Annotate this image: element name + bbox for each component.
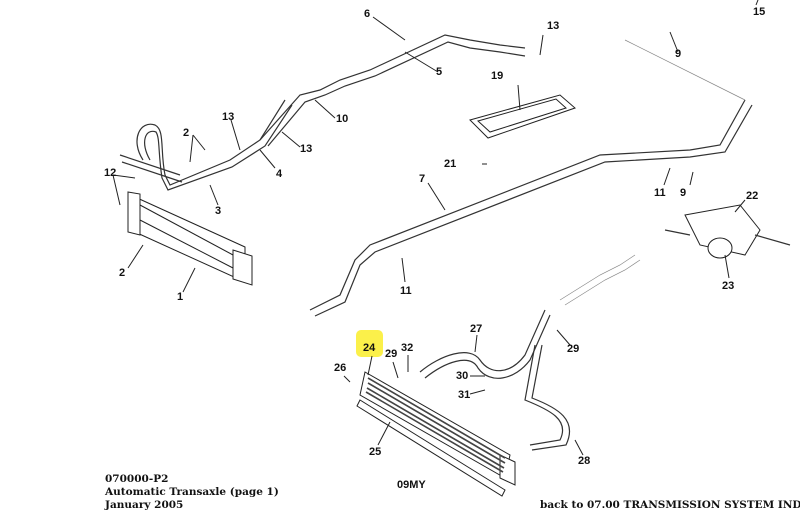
pipe-7 xyxy=(309,99,753,317)
callout-2: 2 xyxy=(183,127,190,139)
document-code: 070000-P2 xyxy=(105,473,169,485)
faded-pipes xyxy=(559,254,641,306)
callout-11: 11 xyxy=(400,285,412,297)
callout-13: 13 xyxy=(222,111,235,123)
oil-cooler-1 xyxy=(127,191,253,286)
callout-12: 12 xyxy=(104,167,117,179)
callout-28: 28 xyxy=(578,455,591,467)
back-to-index-link[interactable]: back to 07.00 TRANSMISSION SYSTEM INDEX xyxy=(540,499,800,511)
callout-23: 23 xyxy=(722,280,735,292)
callout-13: 13 xyxy=(547,20,560,32)
footer-info: 070000-P2 Automatic Transaxle (page 1) J… xyxy=(105,473,279,512)
leader-lines xyxy=(112,0,759,456)
callout-1: 1 xyxy=(177,291,184,303)
callout-4: 4 xyxy=(276,168,283,180)
document-date: January 2005 xyxy=(105,499,184,511)
callout-10: 10 xyxy=(336,113,349,125)
callout-29: 29 xyxy=(567,343,580,355)
callout-highlight xyxy=(356,330,383,357)
callout-27: 27 xyxy=(470,323,483,335)
callout-30: 30 xyxy=(456,370,469,382)
callout-29: 29 xyxy=(385,348,398,360)
hose-assembly-3-4 xyxy=(119,99,293,191)
callout-9: 9 xyxy=(680,187,687,199)
callout-22: 22 xyxy=(746,190,759,202)
pipes-5-6 xyxy=(259,34,526,147)
callout-21: 21 xyxy=(444,158,457,170)
callout-19: 19 xyxy=(491,70,504,82)
panel-19 xyxy=(469,94,576,139)
callout-6: 6 xyxy=(364,8,371,20)
callout-7: 7 xyxy=(419,173,426,185)
callout-15: 15 xyxy=(753,6,766,18)
hoses-27-28 xyxy=(419,309,571,451)
callout-31: 31 xyxy=(458,389,471,401)
callout-25: 25 xyxy=(369,446,382,458)
bracket-22-23 xyxy=(664,204,791,259)
document-title: Automatic Transaxle (page 1) xyxy=(105,486,279,498)
callout-11: 11 xyxy=(654,187,666,199)
callout-5: 5 xyxy=(436,66,443,78)
callout-26: 26 xyxy=(334,362,347,374)
callout-3: 3 xyxy=(215,205,222,217)
callout-24-highlighted: 24 xyxy=(363,342,376,354)
callout-9: 9 xyxy=(675,48,682,60)
callout-13: 13 xyxy=(300,143,313,155)
callout-2: 2 xyxy=(119,267,126,279)
oil-cooler-24 xyxy=(356,371,516,497)
model-year-tag: 09MY xyxy=(397,479,426,491)
callout-32: 32 xyxy=(401,342,414,354)
